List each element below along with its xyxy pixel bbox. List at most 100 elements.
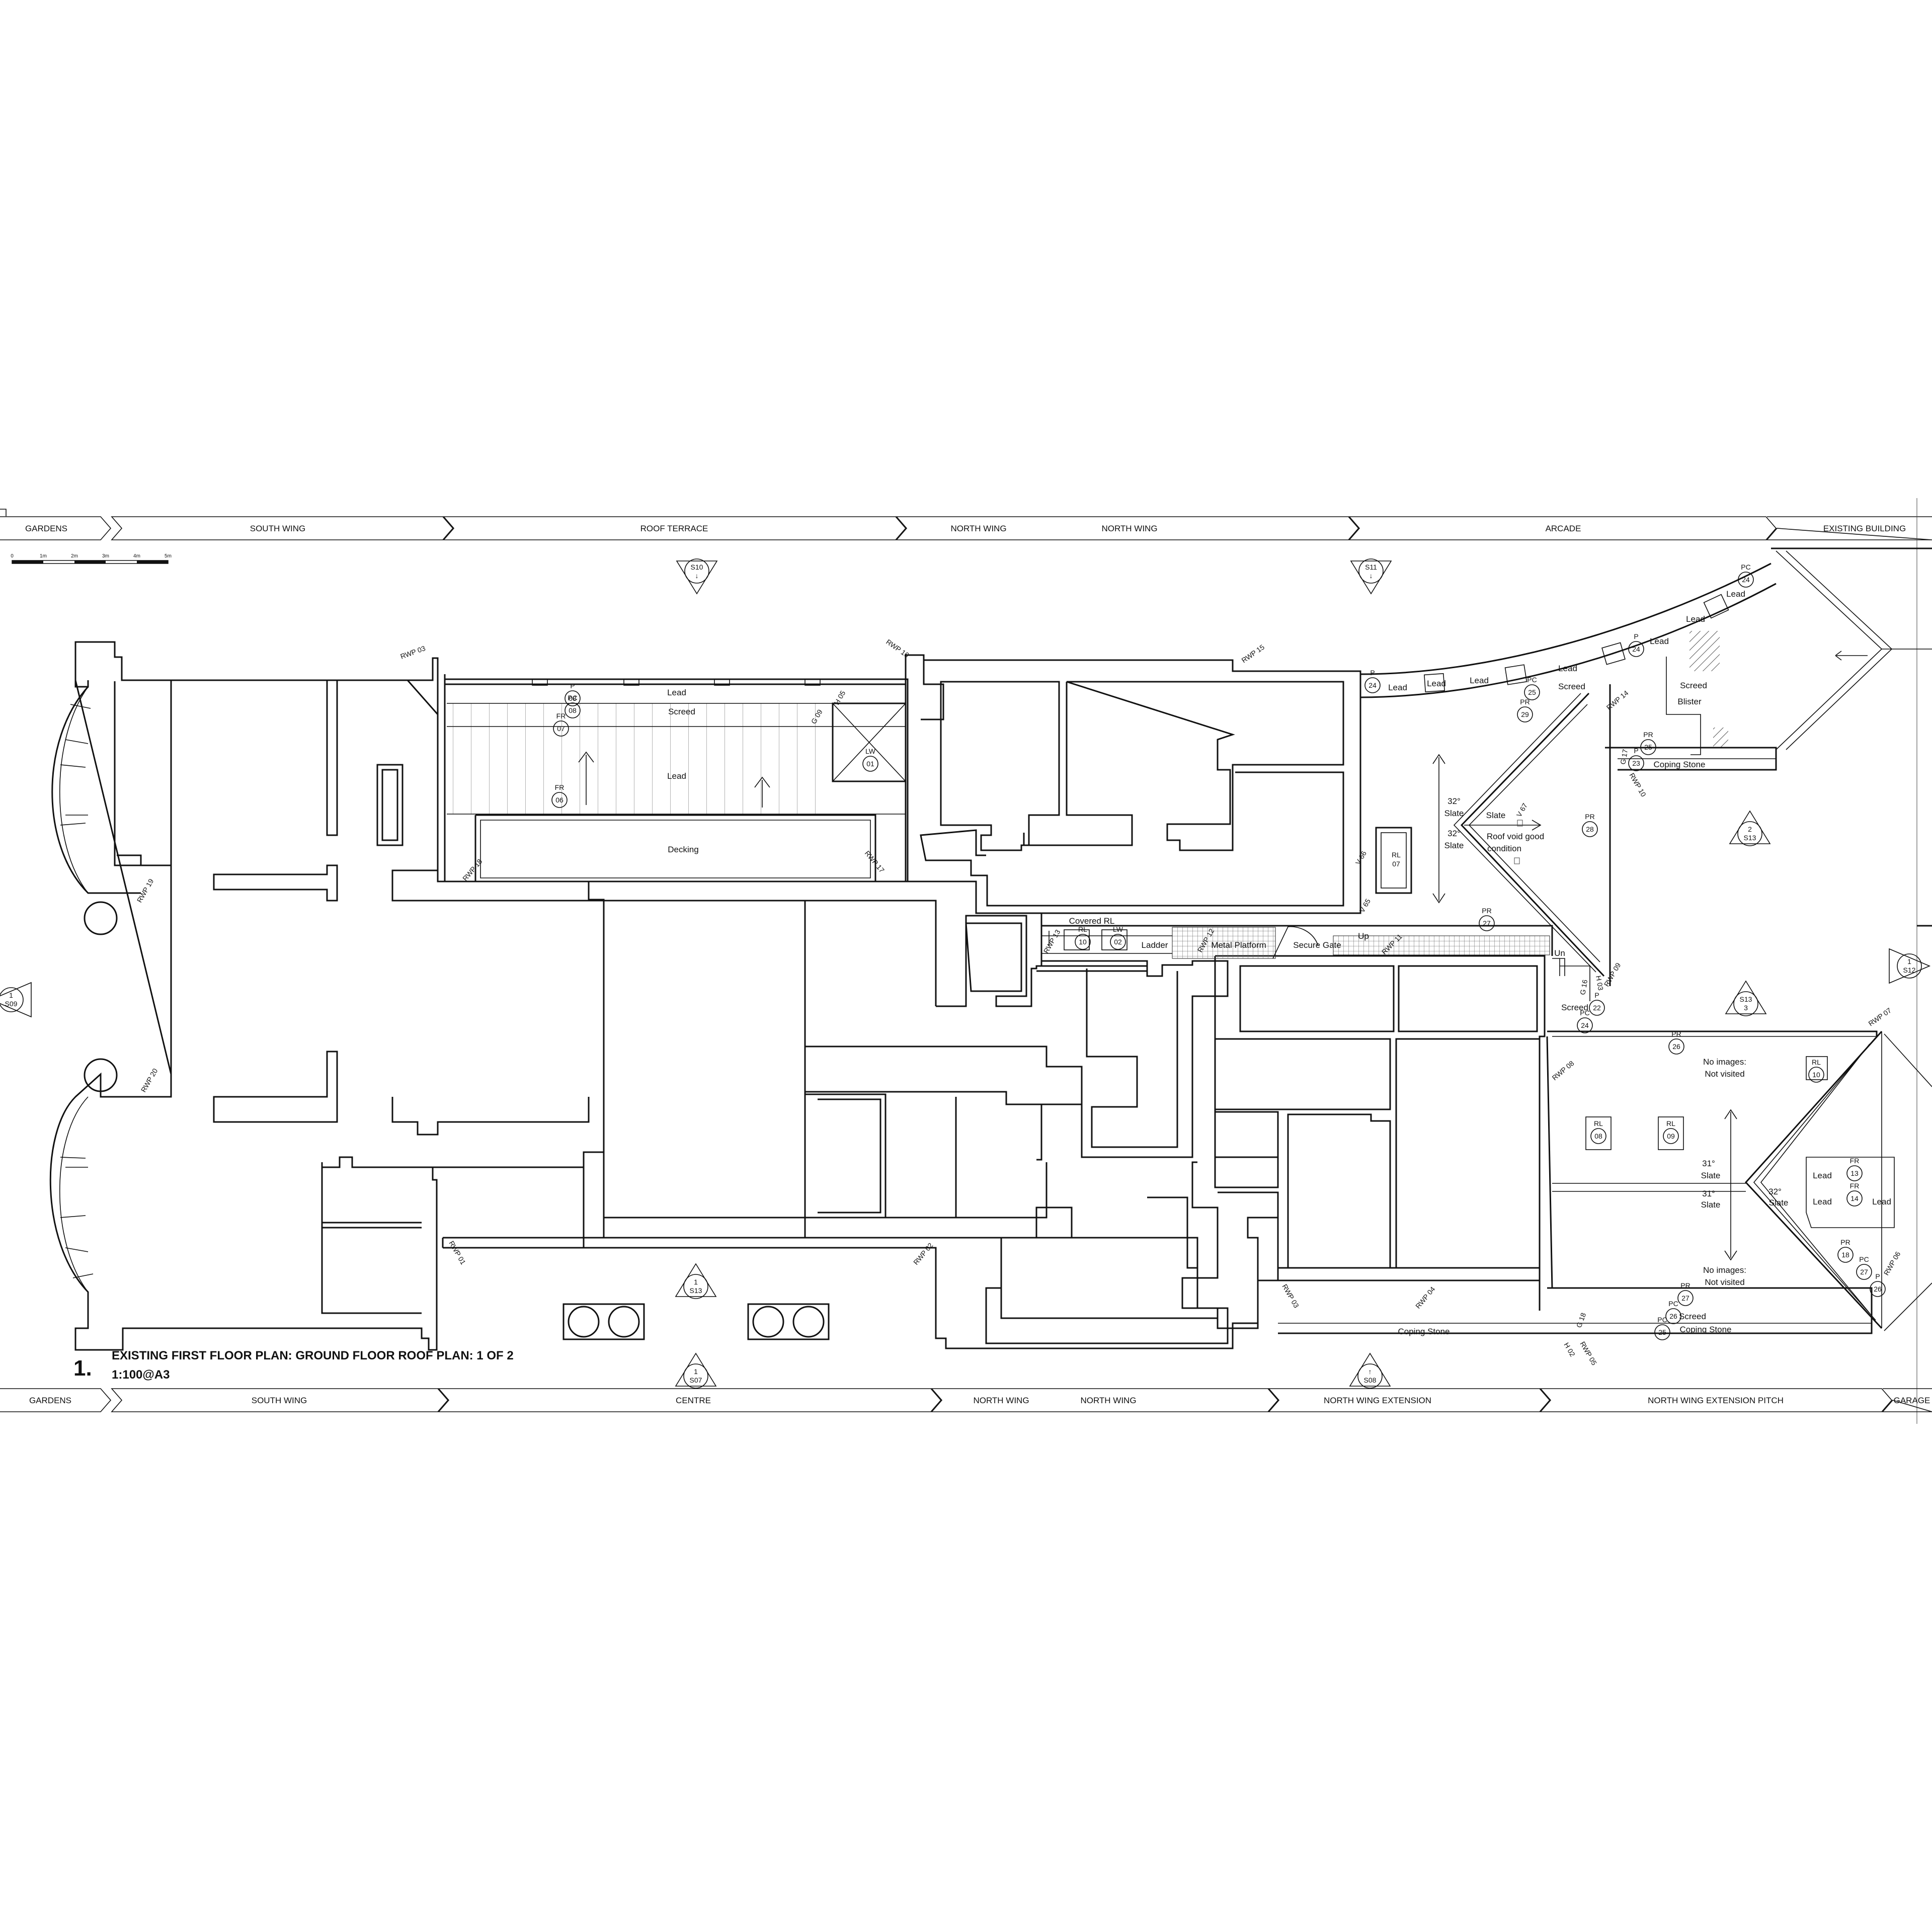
svg-text:P: P bbox=[1370, 669, 1375, 677]
svg-text:2: 2 bbox=[1748, 825, 1752, 833]
svg-text:PR: PR bbox=[1643, 731, 1653, 739]
material-label: Lead bbox=[1388, 683, 1407, 692]
rwp-label: RWP 07 bbox=[1867, 1006, 1893, 1028]
svg-text:08: 08 bbox=[569, 694, 577, 702]
section-marker: S13 3 bbox=[1725, 980, 1767, 1016]
svg-text:PC: PC bbox=[568, 694, 577, 702]
rwp-label: RWP 15 bbox=[1240, 643, 1266, 665]
pitch-angle: 32° bbox=[1447, 796, 1461, 806]
material-label: Screed bbox=[1558, 682, 1585, 691]
material-label: Slate bbox=[1701, 1171, 1721, 1180]
section-marker: S10 ↓ bbox=[676, 558, 718, 595]
svg-text:07: 07 bbox=[1392, 860, 1400, 868]
svg-text:PR: PR bbox=[1482, 907, 1491, 915]
rwp-label: RWP 01 bbox=[447, 1240, 467, 1266]
zone-label: EXISTING BUILDING bbox=[1823, 524, 1906, 533]
zone-label: NORTH WING bbox=[1101, 524, 1157, 533]
zone-label: CENTRE bbox=[676, 1396, 711, 1405]
svg-text:24: 24 bbox=[1369, 681, 1377, 689]
note-label: No images: bbox=[1703, 1265, 1746, 1275]
svg-text:PC: PC bbox=[1668, 1300, 1678, 1308]
material-label: Blister bbox=[1677, 697, 1702, 706]
svg-text:RL: RL bbox=[1078, 925, 1087, 933]
pitch-angle: 32° bbox=[1768, 1187, 1782, 1196]
pitch-angle: 32° bbox=[1447, 829, 1461, 838]
svg-text:S11: S11 bbox=[1365, 563, 1377, 571]
scale-bar: 0 1m 2m 3m 4m 5m bbox=[11, 553, 172, 564]
south-wing-walls bbox=[49, 641, 605, 1351]
pitch-angle: 31° bbox=[1702, 1189, 1715, 1198]
svg-text:RL: RL bbox=[1594, 1119, 1603, 1128]
note-label: Up bbox=[1358, 931, 1369, 941]
rwp-label: RWP 04 bbox=[1414, 1285, 1437, 1310]
note-label: Un bbox=[1554, 948, 1565, 958]
svg-text:27: 27 bbox=[1681, 1294, 1689, 1302]
svg-text:PC: PC bbox=[1741, 563, 1750, 571]
svg-text:09: 09 bbox=[1667, 1132, 1675, 1140]
condition-note: condition bbox=[1487, 844, 1521, 853]
right-block-walls bbox=[1214, 955, 1546, 1311]
material-label: Screed bbox=[1680, 681, 1707, 690]
material-label: Lead bbox=[1726, 589, 1745, 599]
survey-tag: P 24 bbox=[1628, 632, 1644, 657]
rwp-label: RWP 13 bbox=[1042, 928, 1062, 955]
svg-text:24: 24 bbox=[1581, 1021, 1589, 1029]
svg-text:08: 08 bbox=[1594, 1132, 1602, 1140]
rwp-label: G 18 bbox=[1575, 1312, 1587, 1329]
svg-text:FR: FR bbox=[556, 712, 566, 720]
note-label: Covered RL bbox=[1069, 916, 1115, 926]
svg-text:29: 29 bbox=[1521, 710, 1529, 718]
svg-text:S07: S07 bbox=[690, 1376, 702, 1384]
scale-tick: 5m bbox=[165, 553, 172, 559]
svg-text:LW: LW bbox=[865, 747, 876, 755]
zone-label: GARDENS bbox=[25, 524, 67, 533]
svg-text:P: P bbox=[1634, 632, 1638, 640]
svg-text:06: 06 bbox=[555, 796, 564, 804]
material-label: Lead bbox=[1813, 1171, 1832, 1180]
rwp-label: RWP 17 bbox=[863, 849, 887, 874]
material-label: Decking bbox=[668, 845, 698, 854]
survey-tag: P 24 bbox=[1364, 669, 1381, 693]
svg-text:10: 10 bbox=[1079, 938, 1087, 946]
svg-text:PR: PR bbox=[1840, 1238, 1850, 1246]
rwp-label: RWP 02 bbox=[912, 1241, 935, 1266]
svg-text:24: 24 bbox=[1632, 645, 1640, 653]
material-label: Lead bbox=[1813, 1197, 1832, 1206]
title-block: 1. EXISTING FIRST FLOOR PLAN: GROUND FLO… bbox=[73, 1349, 514, 1382]
arcade-roof bbox=[1359, 547, 1932, 986]
svg-text:PR: PR bbox=[1680, 1281, 1690, 1290]
zone-label: GARAGE bbox=[1894, 1396, 1930, 1405]
zone-label: NORTH WING EXTENSION PITCH bbox=[1648, 1396, 1784, 1405]
note-label: Not visited bbox=[1705, 1069, 1744, 1079]
survey-tag: PC 24 bbox=[1738, 563, 1754, 588]
zone-label: NORTH WING bbox=[973, 1396, 1029, 1405]
rwp-label: RWP 03 bbox=[399, 644, 427, 661]
scale-tick: 2m bbox=[71, 553, 78, 559]
material-label: Slate bbox=[1444, 841, 1464, 850]
north-wing-walls bbox=[905, 654, 1361, 914]
zone-label: NORTH WING bbox=[950, 524, 1006, 533]
section-marker: ↑ S08 bbox=[1349, 1352, 1391, 1389]
survey-tag: P22 bbox=[1589, 991, 1605, 1016]
svg-text:24: 24 bbox=[1742, 576, 1750, 584]
rwp-label: RWP 19 bbox=[135, 877, 155, 904]
material-label: Lead bbox=[1558, 664, 1577, 673]
svg-text:S10: S10 bbox=[691, 563, 703, 571]
rwp-label: RWP 09 bbox=[1602, 961, 1623, 988]
material-label: Slate bbox=[1769, 1198, 1789, 1208]
svg-text:PR: PR bbox=[1671, 1030, 1681, 1038]
slate-pitch-arcade bbox=[1375, 692, 1605, 977]
material-label: Slate bbox=[1486, 811, 1506, 820]
survey-tag: RL 08 bbox=[1590, 1119, 1606, 1144]
